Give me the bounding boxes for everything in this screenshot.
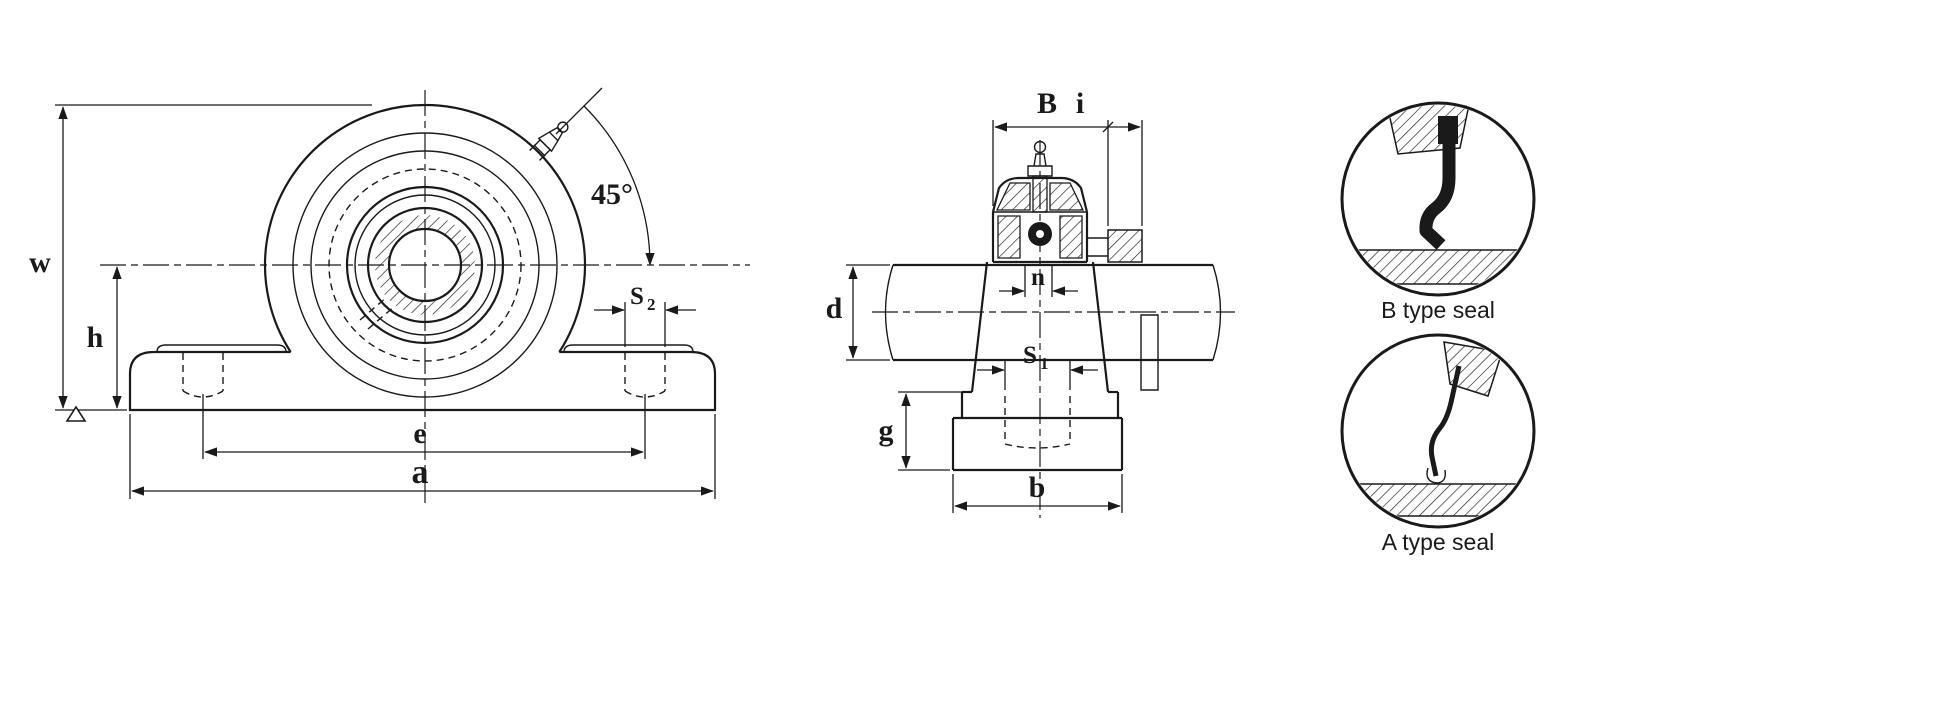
housing-ring [292,132,558,398]
dim-label-s1: S [1023,342,1037,369]
datum-triangle-icon [65,405,87,422]
housing-front [263,103,587,398]
side-view: B i n d S 1 g [826,87,1235,518]
dim-label-e: e [413,417,426,450]
shaft-side [884,263,1222,362]
foot-lip [156,344,287,353]
seal-detail-a: A type seal [1340,333,1536,555]
pedestal-base-side [951,261,1124,472]
housing-ring [310,150,540,380]
front-view: w h 45° S 2 e [29,87,750,505]
dim-B-i: B i [992,87,1143,226]
dim-s2: S 2 [594,283,696,347]
shaft-break-line [1212,264,1222,361]
seal-detail-b: B type seal [1340,101,1536,323]
grease-fitting-side-icon [1027,140,1053,213]
dim-label-s2-sub: 2 [647,295,656,314]
hidden-line [359,296,388,321]
dim-g: g [879,391,965,471]
housing-outline [263,103,587,353]
base-outline [128,350,717,412]
housing-section-hatch [1443,341,1503,397]
setscrew-collar [1087,229,1143,263]
dim-label-i: i [1076,87,1084,120]
extension-line [555,87,603,135]
dim-label-a: a [412,454,429,491]
pedestal-taper [970,261,989,393]
bore-hatch [375,215,475,315]
dim-angle-45: 45° [555,87,655,266]
dim-e: e [202,394,646,459]
dim-label-h: h [87,321,104,354]
shaft-break-line [884,264,894,361]
fitting-hex [537,131,559,153]
seal-b-label: B type seal [1381,297,1495,323]
collar-section [1107,229,1143,263]
dim-label-s2: S [630,283,644,310]
centerlines-front [100,90,750,505]
detail-circle [1340,101,1536,297]
cap-section-hatch [995,182,1031,211]
seal-a-label: A type seal [1382,529,1495,555]
seal-lip [1426,467,1446,484]
dim-label-d: d [826,292,843,325]
bearing-outer-ring [345,185,505,345]
cap-section-hatch [1049,182,1085,211]
dim-label-s1-sub: 1 [1040,354,1049,373]
fitting-ball [1033,140,1047,154]
seal-profile-b [1419,134,1456,250]
ring-section-hatch [997,215,1021,259]
pedestal-taper [1091,261,1110,393]
dimension-tick [1102,121,1114,133]
fitting-thread [533,144,546,157]
seal-a-section [1344,341,1532,517]
bearing-ring [354,194,496,336]
bolt-slot-hidden [182,390,224,398]
dim-label-angle: 45° [591,178,633,211]
hidden-ring [328,168,522,362]
dim-label-B: B [1037,87,1057,120]
dim-label-b: b [1029,471,1046,504]
dim-b: b [952,471,1123,513]
dim-a: a [129,414,716,499]
ring-section-hatch [1059,215,1083,259]
dim-d: d [826,264,890,361]
fitting-neck [1033,153,1047,167]
foot-lip [563,344,694,353]
detail-circle [1340,333,1536,529]
bolt-slot-hidden [1004,443,1071,449]
bearing-inner-ring [366,206,484,324]
dim-label-n: n [1031,264,1045,291]
hidden-line [367,305,396,330]
bolt-slot-hidden [624,390,666,398]
dim-label-w: w [29,246,51,279]
fitting-hex [1027,165,1053,177]
seal-section-dot-center [1036,230,1044,238]
side-plate [1140,314,1159,391]
housing-side [991,140,1159,391]
angle-arc [583,105,655,266]
base-front [128,344,717,412]
dim-n: n [999,264,1078,297]
dim-h: h [87,266,122,409]
dim-label-g: g [879,414,894,447]
dim-w: w [29,104,372,411]
fitting-shank [1032,175,1048,213]
dim-s1: S 1 [977,342,1098,390]
seal-profile-a [1428,365,1462,477]
